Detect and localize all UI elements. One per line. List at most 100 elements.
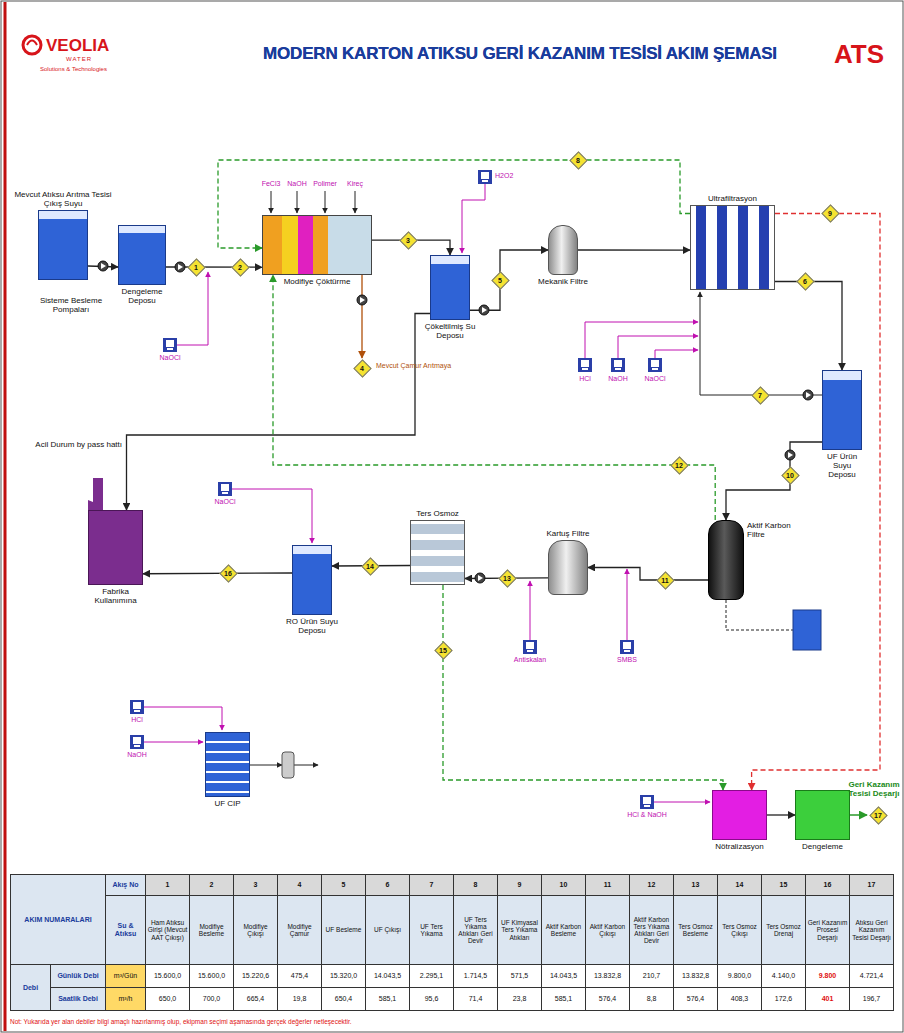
table-cell: 13.832,8 [674,965,718,988]
table-cell: 10 [542,875,586,896]
node-label: Mevcut Atıksu Arıtma Tesisi Çıkış Suyu [13,190,113,208]
table-cell: 665,4 [234,988,278,1011]
chemical-label: Antiskalan [504,656,556,664]
flow-line [470,250,548,310]
flow-line [767,814,795,815]
flow-line [578,249,690,250]
callout-number: 11 [656,571,674,589]
table-cell: 4.721,4 [850,965,894,988]
flow-line [726,442,822,520]
tank: Dengeleme [795,790,850,840]
chemical-label: NaOCl [205,498,245,506]
callout-number: 7 [751,386,769,404]
table-cell: 17 [850,875,894,896]
flow-table: AKIM NUMARALARIAkış No123456789101112131… [10,874,894,1011]
table-cell: 12 [630,875,674,896]
table-cell: 1.714,5 [454,965,498,988]
tank: UF CIP [205,732,250,797]
node-label: Dengeleme [793,842,853,851]
table-cell: 9.800,0 [718,965,762,988]
chemical-label: NaOH [603,375,633,383]
table-cell: Ham Atıksu Girişi (Mevcut AAT Çıkışı) [146,896,190,965]
node-label: UF Ürün Suyu Deposu [820,452,864,480]
table-row: Su & AtıksuHam Atıksu Girişi (Mevcut AAT… [11,896,894,965]
chemical-label: FeCl3 [258,180,284,188]
chemical-label: NaOH [117,751,157,759]
tank: UF Ürün Suyu Deposu [822,370,862,450]
tank: Mevcut Atıksu Arıtma Tesisi Çıkış Suyu [38,210,88,280]
table-cell: 585,1 [542,988,586,1011]
callout-number: 10 [781,466,799,484]
table-cell: Geri Kazanım Prosesi Deşarjı [806,896,850,965]
callout-number: 8 [569,151,587,169]
table-cell: 9.800 [806,965,850,988]
callout-number: 6 [796,272,814,290]
table-cell: 15.220,6 [234,965,278,988]
callout-number: 4 [353,359,371,377]
node-label: UF CIP [203,799,253,808]
table-cell: 9 [498,875,542,896]
table-cell: 585,1 [366,988,410,1011]
annotation: Geri Kazanım Tesisi Deşarjı [846,780,902,798]
node-label: Mekanik Filtre [538,277,588,286]
table-cell: 8 [454,875,498,896]
chemical-label: HCl [570,375,600,383]
table-cell: Aktif Karbon Çıkışı [586,896,630,965]
chemical-label: HCl [117,716,157,724]
table-cell: 6 [366,875,410,896]
flow-line [775,282,842,371]
node-label: Ultrafiltrasyon [693,194,773,203]
table-row: DebiGünlük Debim³/Gün15.600,015.600,015.… [11,965,894,988]
table-cell: Ters Osmoz Besleme [674,896,718,965]
node-label: Dengeleme Deposu [112,287,172,305]
table-cell: 4.140,0 [762,965,806,988]
table-cell: AKIM NUMARALARI [11,875,106,965]
callout-number: 12 [670,456,688,474]
clarifier: Modifiye Çöktürme [262,215,372,275]
logo-text: ATS [826,40,892,70]
table-cell: 172,6 [762,988,806,1011]
table-cell: Su & Atıksu [106,896,146,965]
table-cell: 11 [586,875,630,896]
table-cell: 475,4 [278,965,322,988]
tank: Dengeleme Deposu [118,225,166,285]
table-cell: Ters Osmoz Çıkışı [718,896,762,965]
annotation: Acil Durum by pass hattı [30,440,122,449]
table-cell: Ters Osmoz Drenaj [762,896,806,965]
table-cell: Akış No [106,875,146,896]
table-cell: 650,4 [322,988,366,1011]
callout-number: 15 [434,641,452,659]
flow-line [752,214,880,791]
callout-number: 3 [399,231,417,249]
table-cell: 7 [410,875,454,896]
callout-number: 17 [869,806,887,824]
table-cell: 19,8 [278,988,322,1011]
table-cell: Atıksu Geri Kazanım Tesisi Deşarjı [850,896,894,965]
table-cell: Günlük Debi [51,965,106,988]
footnote: Not: Yukarıda yer alan debiler bilgi ama… [10,1018,890,1025]
chemical-label: SMBS [607,656,647,664]
node-label: Çökeltilmiş Su Deposu [421,322,479,340]
table-cell: 5 [322,875,366,896]
diagram-title: MODERN KARTON ATIKSU GERİ KAZANIM TESİSİ… [225,44,815,64]
table-cell: 15.320,0 [322,965,366,988]
table-cell: 95,6 [410,988,454,1011]
table-cell: m³/h [106,988,146,1011]
node-label: Aktif Karbon Filtre [747,521,791,539]
flow-line [143,572,292,574]
table-cell: 401 [806,988,850,1011]
table-cell: 2 [190,875,234,896]
table-cell: 2.295,1 [410,965,454,988]
table-row: AKIM NUMARALARIAkış No123456789101112131… [11,875,894,896]
table-cell: 15.600,0 [146,965,190,988]
chemical-label: NaOCl [150,354,190,362]
table-cell: 8,8 [630,988,674,1011]
membrane-unit: Ters Osmoz [410,520,465,585]
flow-line [588,568,708,581]
table-cell: 13.832,8 [586,965,630,988]
chemical-label: NaOCl [640,375,670,383]
table-cell: 576,4 [586,988,630,1011]
table-row: Saatlik Debim³/h650,0700,0665,419,8650,4… [11,988,894,1011]
logo-text: WATER [66,56,116,63]
table-cell: 196,7 [850,988,894,1011]
